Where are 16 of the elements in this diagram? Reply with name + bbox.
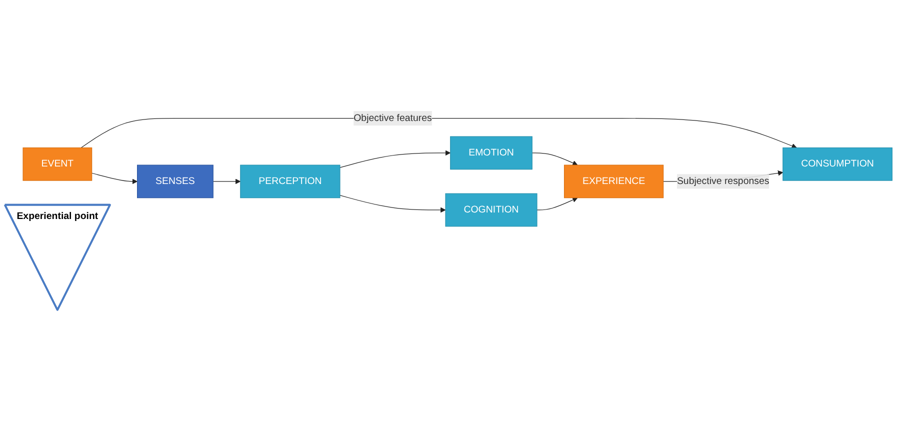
node-box: PERCEPTION — [240, 164, 340, 198]
node-box: EMOTION — [450, 136, 532, 170]
node-box: EXPERIENCE — [564, 164, 664, 198]
arrow — [340, 150, 451, 168]
node-box: CONSUMPTION — [782, 147, 892, 181]
node-box: SENSES — [137, 164, 214, 198]
arrow — [92, 172, 138, 184]
edge-label: Objective features — [354, 112, 432, 124]
arrow — [80, 118, 797, 148]
arrow — [536, 197, 578, 210]
arrow — [340, 194, 446, 213]
node-box: EVENT — [22, 147, 92, 181]
node-box: COGNITION — [445, 193, 538, 227]
edge-label: Subjective responses — [676, 176, 770, 186]
arrow — [532, 152, 578, 166]
arrow — [212, 178, 241, 184]
